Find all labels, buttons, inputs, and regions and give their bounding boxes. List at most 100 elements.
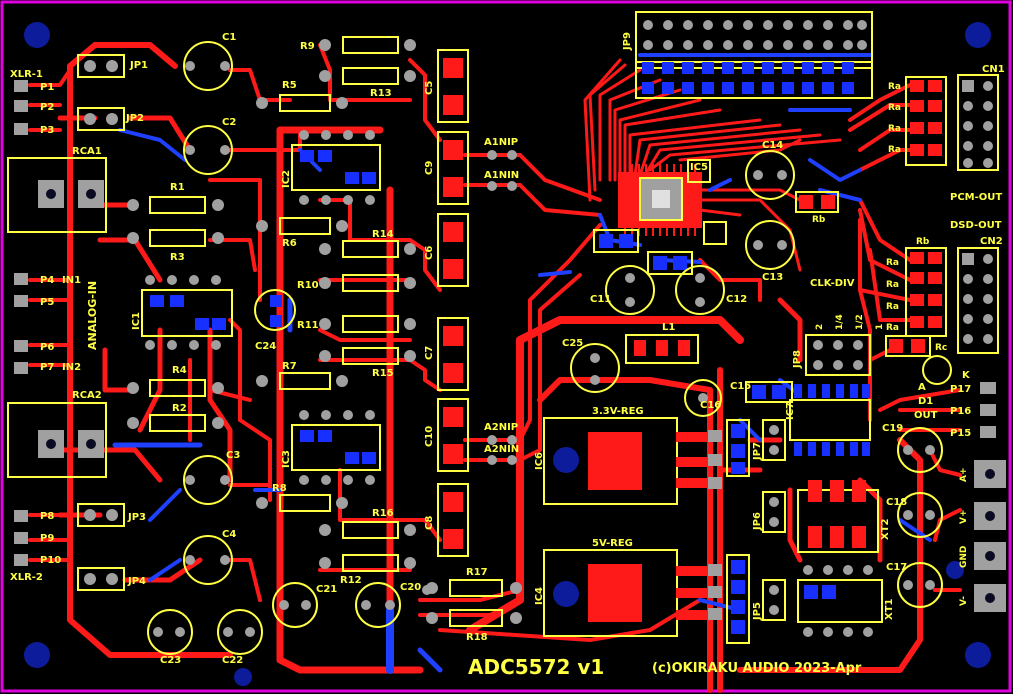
label-jp7: JP7 [752,442,763,461]
label-analog-in: ANALOG-IN [86,281,99,350]
label-div-1-2: 1/2 [855,314,865,330]
label-ic7: IC7 [785,402,796,420]
label-p4: P4 [40,275,54,286]
label-ic5: IC5 [690,162,708,173]
label-p5: P5 [40,297,54,308]
board-credit: (c)OKIRAKU AUDIO 2023-Apr [652,661,862,676]
label-ra-8: Ra [886,323,899,333]
label-clk-div: CLK-DIV [810,278,855,289]
label-r16: R16 [372,508,394,519]
label-c17: C17 [886,562,907,573]
label-d1: D1 [918,396,933,407]
label-r15: R15 [372,368,394,379]
label-ra-3: Ra [888,124,901,134]
label-a2nin: A2NIN [484,444,519,455]
label-c14: C14 [762,140,783,151]
label-p9: P9 [40,533,54,544]
label-div-1-4: 1/4 [835,314,845,330]
label-r14: R14 [372,229,394,240]
label-r18: R18 [466,632,488,643]
label-jp2: JP2 [125,113,144,124]
label-r10: R10 [297,280,319,291]
label-c20: C20 [400,582,421,593]
label-r8: R8 [272,483,287,494]
label-r1: R1 [170,182,185,193]
label-xt2: XT2 [880,518,891,540]
label-out: OUT [914,410,938,421]
left-connectors [7,54,125,591]
label-xlr1: XLR-1 [10,69,43,80]
label-dsd-out: DSD-OUT [950,220,1002,231]
label-jp9: JP9 [622,32,633,51]
label-c7: C7 [424,346,435,360]
silkscreen-labels: XLR-1 P1 P2 P3 JP1 JP2 RCA1 R1 R3 P4 IN1… [10,32,1005,679]
label-p6: P6 [40,342,54,353]
label-rb: Rb [916,237,930,247]
label-ra-2: Ra [888,103,901,113]
label-xlr2: XLR-2 [10,572,43,583]
label-jp3: JP3 [127,512,146,523]
label-ra-4: Ra [888,145,901,155]
label-vplus: V+ [959,509,969,524]
label-p8: P8 [40,511,54,522]
label-rca1: RCA1 [72,146,102,157]
label-c12: C12 [726,294,747,305]
label-cn1: CN1 [982,64,1005,75]
label-in1: IN1 [62,275,81,286]
label-c13: C13 [762,272,783,283]
label-rs: Rb [812,215,826,225]
label-c23: C23 [160,655,181,666]
label-a1nip: A1NIP [484,137,518,148]
label-c11: C11 [590,294,611,305]
label-l1: L1 [662,322,675,333]
label-p7: P7 [40,362,54,373]
label-ic1: IC1 [131,312,142,330]
label-aplus: A+ [959,467,969,482]
label-p17: P17 [950,384,971,395]
label-c5: C5 [424,81,435,95]
left-analog-parts [127,41,296,655]
digital-section [422,11,1006,644]
label-div-2: 2 [815,324,825,330]
label-a1nin: A1NIN [484,170,519,181]
label-p10: P10 [40,555,61,566]
label-k: K [962,370,971,381]
label-vminus: V- [959,596,969,606]
label-ra-5: Ra [886,258,899,268]
label-r4: R4 [172,365,187,376]
label-ic6: IC6 [534,452,545,470]
label-reg5: 5V-REG [592,538,633,549]
label-c9: C9 [424,161,435,175]
label-gnd: GND [959,546,969,568]
label-c10: C10 [424,426,435,447]
label-r9: R9 [300,41,315,52]
label-r5: R5 [282,80,297,91]
label-r13: R13 [370,88,392,99]
label-c15: C15 [730,381,751,392]
label-c18: C18 [886,497,907,508]
label-ic4: IC4 [534,587,545,605]
board-title: ADC5572 v1 [468,655,604,679]
label-p2: P2 [40,102,54,113]
label-c3: C3 [226,450,240,461]
label-c16: C16 [700,400,721,411]
label-p15: P15 [950,428,971,439]
mounting-holes [24,22,991,686]
label-c21: C21 [316,584,337,595]
label-in2: IN2 [62,362,81,373]
label-c24: C24 [255,341,276,352]
label-ra-1: Ra [888,82,901,92]
label-jp8: JP8 [792,350,803,369]
middle-analog-parts [256,36,522,628]
label-c8: C8 [424,516,435,530]
label-r7: R7 [282,361,297,372]
label-jp6: JP6 [752,512,763,531]
label-ic3: IC3 [281,450,292,468]
label-pcm-out: PCM-OUT [950,192,1002,203]
label-c22: C22 [222,655,243,666]
label-p16: P16 [950,406,971,417]
label-p1: P1 [40,82,54,93]
label-jp1: JP1 [129,60,148,71]
label-cn2: CN2 [980,236,1003,247]
